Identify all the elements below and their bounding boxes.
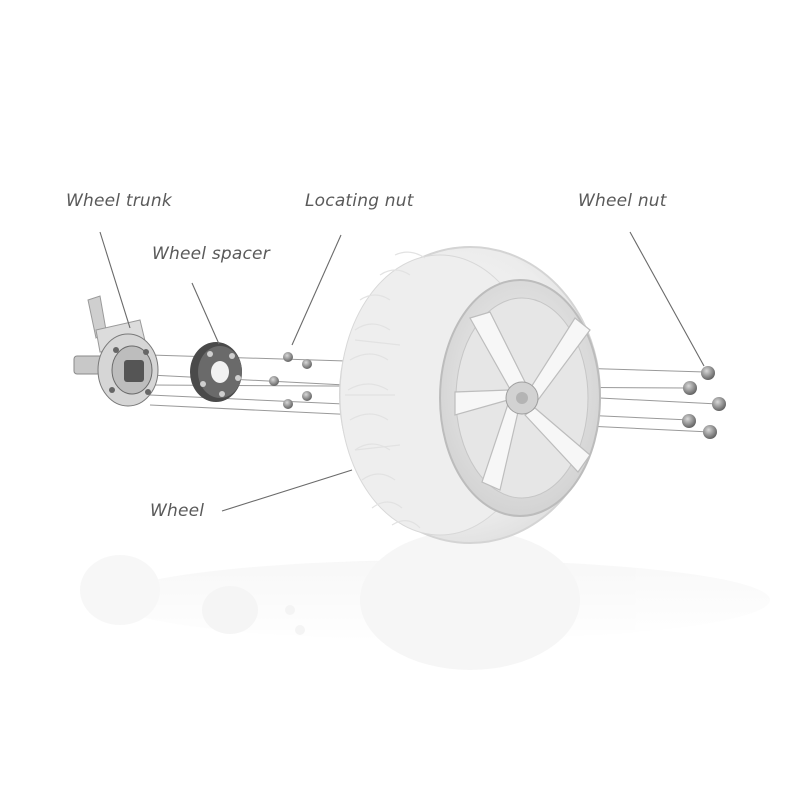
wheel-trunk-part	[73, 295, 159, 407]
label-wheel-spacer: Wheel spacer	[152, 244, 271, 264]
label-wheel-nut: Wheel nut	[578, 191, 668, 211]
rim-spokes	[454, 311, 591, 491]
leader-lines	[99, 231, 705, 512]
leader-wheel-spacer	[191, 282, 220, 345]
leader-wheel	[221, 469, 353, 512]
leader-locating-nut	[291, 234, 342, 346]
floor-reflection	[80, 530, 770, 670]
wheel-part	[339, 246, 601, 544]
label-wheel-trunk: Wheel trunk	[66, 191, 173, 211]
wheel-spacer-part	[190, 342, 242, 402]
tire-tread	[345, 251, 426, 529]
wheel-nuts	[682, 366, 726, 439]
locating-nuts	[269, 352, 312, 409]
leader-wheel-nut	[629, 231, 705, 367]
leader-wheel-trunk	[99, 231, 131, 329]
label-wheel: Wheel	[150, 501, 204, 521]
label-locating-nut: Locating nut	[305, 191, 415, 211]
